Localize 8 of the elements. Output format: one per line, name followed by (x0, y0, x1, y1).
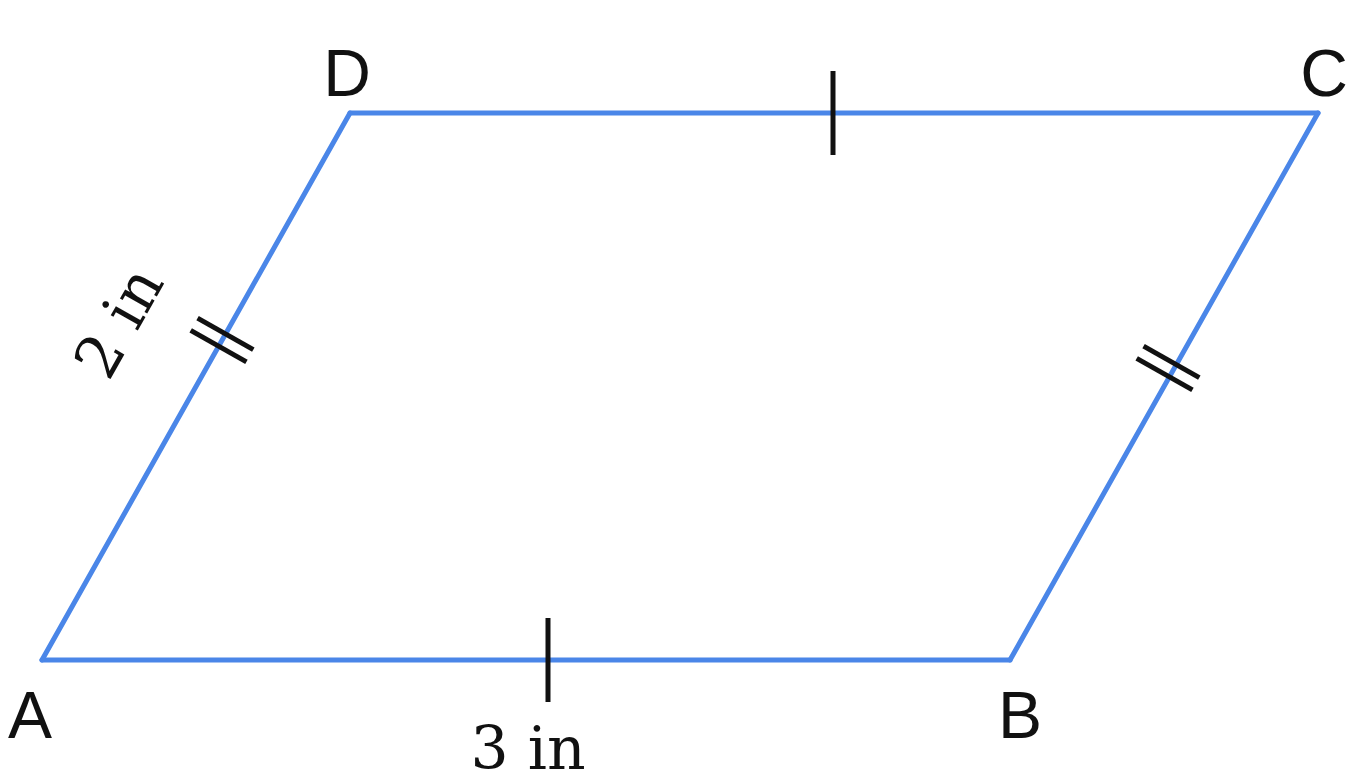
vertex-label: C (1288, 40, 1360, 113)
vertex-label: B (990, 660, 1050, 748)
length-label: 2 in (63, 257, 173, 387)
parallelogram-side (1007, 110, 1321, 663)
vertex-label: A (0, 660, 60, 748)
vertex-label: D (312, 40, 382, 113)
length-label: 3 in (470, 718, 586, 778)
parallelogram-side (39, 110, 353, 663)
